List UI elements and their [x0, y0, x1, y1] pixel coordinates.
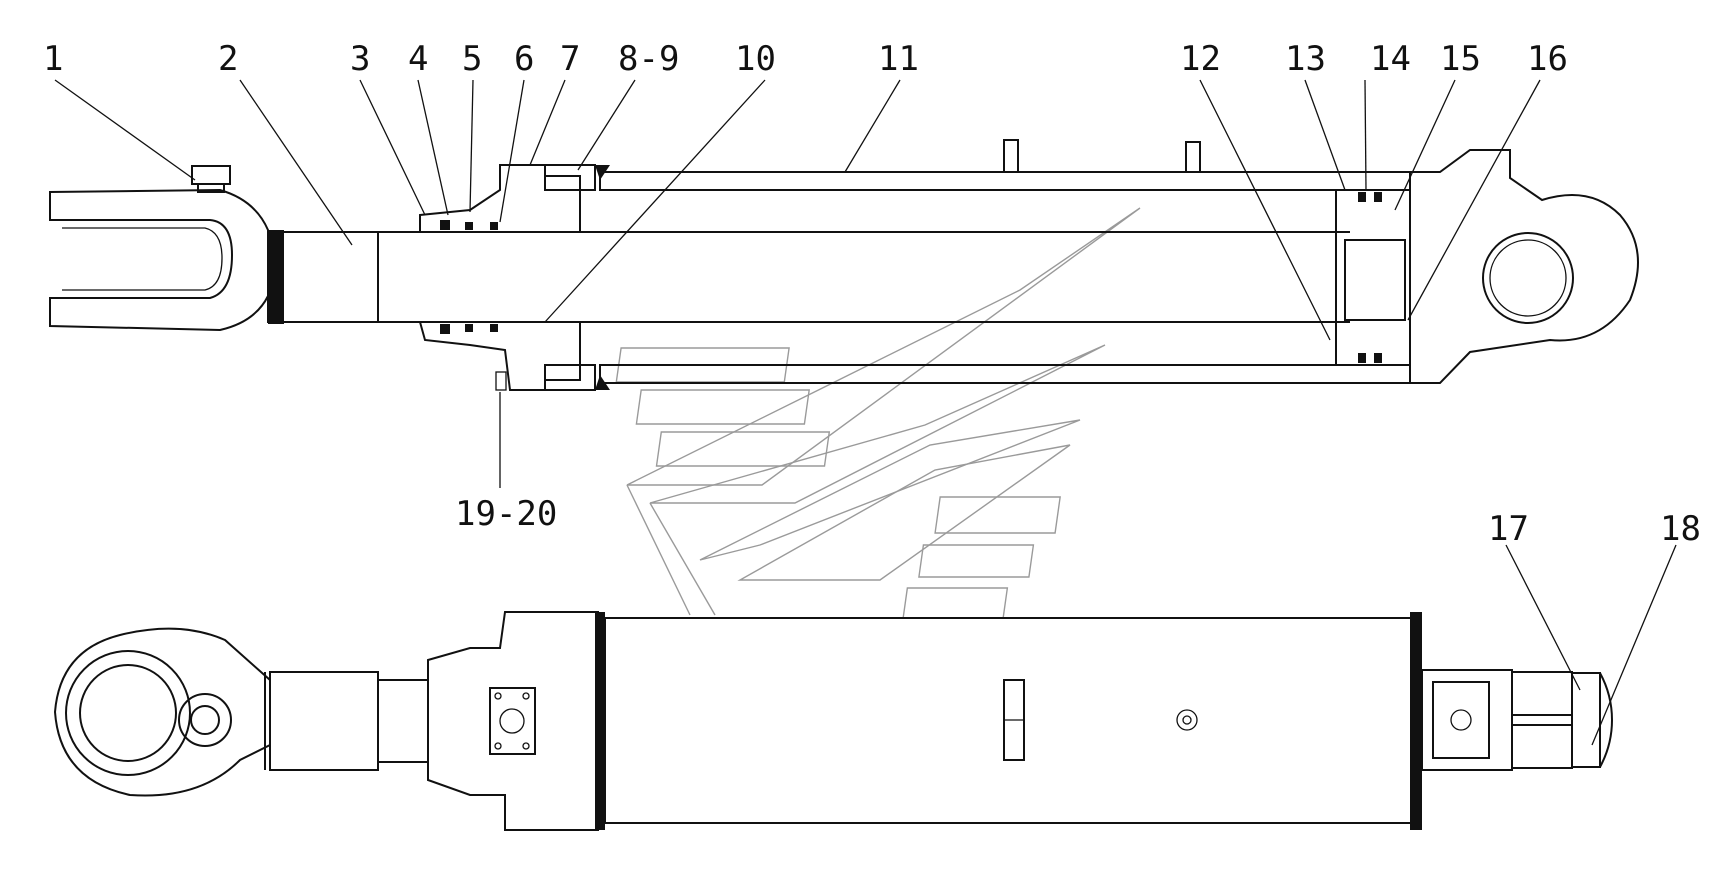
watermark-logo [615, 207, 1141, 619]
rear-block [1421, 669, 1513, 771]
callout-1: 1 [43, 39, 63, 79]
callout-2: 2 [218, 39, 238, 79]
callout-19-20: 19-20 [455, 494, 557, 534]
callout-13: 13 [1285, 39, 1326, 79]
callout-14: 14 [1370, 39, 1411, 79]
rod-eye [53, 627, 271, 797]
callout-7: 7 [560, 39, 580, 79]
piston [1335, 189, 1411, 366]
exterior-view [53, 611, 1614, 831]
callout-12: 12 [1180, 39, 1221, 79]
callout-labels: 1 2 3 4 5 6 7 8-9 10 11 12 13 14 15 16 1… [43, 39, 1701, 549]
callout-16: 16 [1527, 39, 1568, 79]
leader-lines [54, 79, 1677, 746]
callout-5: 5 [462, 39, 482, 79]
callout-17: 17 [1488, 509, 1529, 549]
clevis-fork [49, 188, 269, 332]
callout-11: 11 [878, 39, 919, 79]
rear-eye-cap [1409, 149, 1639, 384]
barrel-bottom-wall [599, 364, 1411, 384]
callout-8-9: 8-9 [618, 39, 679, 79]
callout-10: 10 [735, 39, 776, 79]
callout-18: 18 [1660, 509, 1701, 549]
piston-rod [267, 231, 379, 323]
end-cap [1571, 672, 1601, 768]
callout-4: 4 [408, 39, 428, 79]
section-view [49, 139, 1639, 391]
head-block [427, 611, 599, 831]
barrel-top-wall [599, 171, 1411, 191]
callout-6: 6 [514, 39, 534, 79]
callout-15: 15 [1440, 39, 1481, 79]
callout-3: 3 [350, 39, 370, 79]
